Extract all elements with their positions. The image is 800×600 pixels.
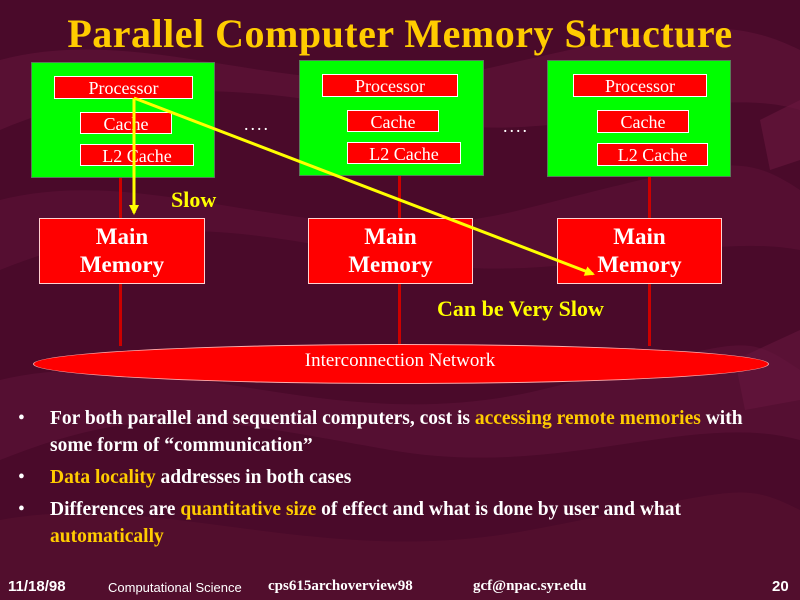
footer-page-number: 20 [772,578,789,595]
node-2-processor: Processor [322,74,458,97]
bullet-3-text-mid: of effect and what is done by user and w… [316,499,682,520]
node-1-bus [119,176,122,218]
very-slow-label: Can be Very Slow [437,296,604,321]
bullet-item-1: • For both parallel and sequential compu… [18,405,758,459]
node-3-main-memory: Main Memory [557,218,722,284]
node-2-network-link [398,284,401,346]
footer-email: gcf@npac.syr.edu [473,578,587,594]
node-3-memory-line2: Memory [597,252,682,277]
bullet-marker: • [18,408,25,429]
slow-label: Slow [171,187,217,212]
node-3-processor: Processor [573,74,707,97]
bullet-3-highlight-2: automatically [50,526,164,547]
node-3-memory-line1: Main [613,224,666,249]
interconnection-network [33,344,769,384]
node-2-l2-cache: L2 Cache [347,142,461,164]
bullet-3-text: Differences are [50,499,181,520]
bullet-3-highlight: quantitative size [180,499,317,520]
node-1-network-link [119,284,122,346]
ellipsis-2: .... [503,116,529,136]
node-2-main-memory: Main Memory [308,218,473,284]
footer-date: 11/18/98 [8,578,66,595]
node-1-l2-cache: L2 Cache [80,144,194,166]
bullet-list: • For both parallel and sequential compu… [18,405,758,555]
interconnection-network-label: Interconnection Network [304,350,496,371]
bullet-2-text-end: addresses in both cases [155,467,352,488]
bullet-1-text: For both parallel and sequential compute… [50,408,475,429]
bullet-1-highlight: accessing remote memories [474,408,701,429]
page-title: Parallel Computer Memory Structure [67,11,733,56]
bullet-2-highlight: Data locality [50,467,156,488]
node-2-memory-line2: Memory [348,252,433,277]
bullet-item-2: • Data locality addresses in both cases [18,464,758,491]
bullet-marker: • [18,467,25,488]
bullet-marker: • [18,499,25,520]
node-3-l2-cache: L2 Cache [597,143,708,166]
bullet-1-text-end: with some form of “communication” [50,408,743,456]
node-3-bus [648,174,651,218]
node-2-bus [398,174,401,218]
node-2-cache: Cache [347,110,439,132]
footer-course: Computational Science [108,580,242,595]
node-1-cache: Cache [80,112,172,134]
node-1-main-memory: Main Memory [39,218,205,284]
node-1-memory-line1: Main [95,224,149,249]
node-1-processor: Processor [54,76,193,99]
node-3-network-link [648,284,651,346]
ellipsis-1: .... [244,114,270,134]
bullet-item-3: • Differences are quantitative size of e… [18,496,758,550]
node-1-memory-line2: Memory [79,252,165,277]
node-3-cache: Cache [597,110,689,133]
node-2-memory-line1: Main [364,224,417,249]
footer-file: cps615archoverview98 [268,578,413,594]
